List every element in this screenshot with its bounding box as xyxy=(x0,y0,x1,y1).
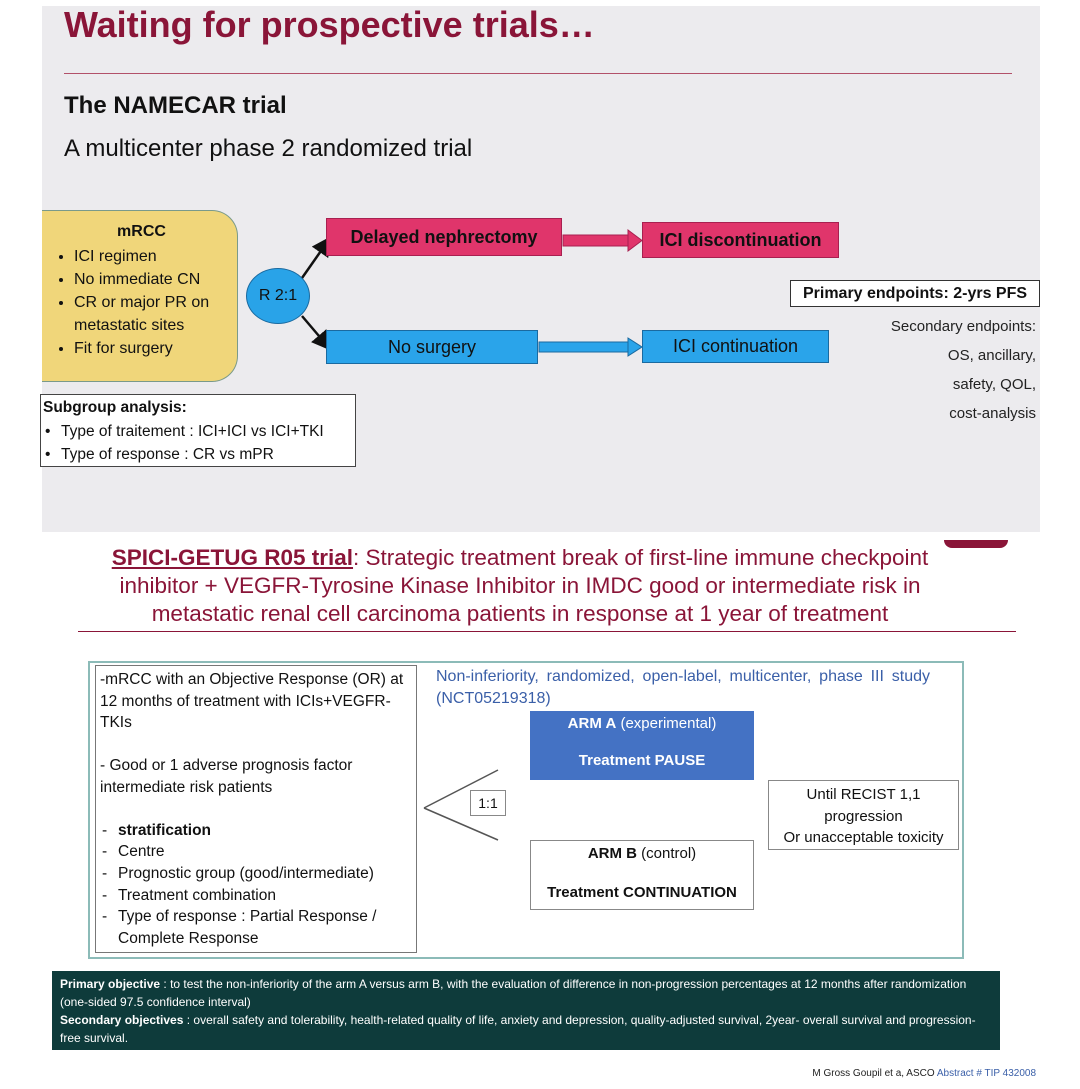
population-title: mRCC xyxy=(117,223,166,240)
stratification-item: Treatment combination xyxy=(100,885,412,907)
trial-name-spici: SPICI-GETUG R05 trial xyxy=(111,545,354,570)
stratification-item: Prognostic group (good/intermediate) xyxy=(100,863,412,885)
blue-connector-arrow xyxy=(538,337,643,357)
objectives-box: Primary objective : to test the non-infe… xyxy=(52,971,1000,1050)
criterion: Fit for surgery xyxy=(74,337,231,360)
pink-connector-arrow xyxy=(562,229,643,252)
arrow-to-delayed xyxy=(300,235,332,279)
arm-b-treatment: Treatment CONTINUATION xyxy=(547,884,737,901)
until-line: Until RECIST 1,1 xyxy=(806,786,921,803)
trial-description: A multicenter phase 2 randomized trial xyxy=(64,135,473,162)
secondary-endpoints-line: safety, QOL, xyxy=(952,376,1036,393)
slide2-title: SPICI-GETUG R05 trial: Strategic treatme… xyxy=(80,544,960,628)
secondary-endpoints-line: cost-analysis xyxy=(949,405,1036,422)
slide-title: Waiting for prospective trials… xyxy=(64,4,595,45)
subgroup-list: Type of traitement : ICI+ICI vs ICI+TKI … xyxy=(43,420,355,466)
randomization-ratio: 1:1 xyxy=(470,790,506,816)
arrow-to-no-surgery xyxy=(301,315,332,351)
secondary-endpoints-line: OS, ancillary, xyxy=(947,347,1036,364)
secondary-endpoints-line: Secondary endpoints: xyxy=(890,318,1036,335)
arm-b-box: ARM B (control) Treatment CONTINUATION xyxy=(530,840,754,910)
criterion: CR or major PR on metastatic sites xyxy=(74,291,231,337)
secondary-objectives: Secondary objectives : overall safety an… xyxy=(60,1013,976,1045)
arm-delayed-nephrectomy: Delayed nephrectomy xyxy=(326,218,562,256)
arm-a-treatment: Treatment PAUSE xyxy=(578,752,706,769)
population-criteria: ICI regimen No immediate CN CR or major … xyxy=(52,245,231,360)
arm-a-box: ARM A (experimental) Treatment PAUSE xyxy=(530,711,754,780)
arm-a-title: ARM A (experimental) xyxy=(567,715,717,732)
ici-continuation-box: ICI continuation xyxy=(642,330,829,363)
criterion: No immediate CN xyxy=(74,268,231,291)
stratification-label: stratification xyxy=(100,820,412,842)
subgroup-analysis-box: Subgroup analysis: Type of traitement : … xyxy=(40,394,356,467)
subgroup-item: Type of response : CR vs mPR xyxy=(61,443,355,466)
arm-no-surgery: No surgery xyxy=(326,330,538,364)
until-progression-box: Until RECIST 1,1 progression Or unaccept… xyxy=(768,780,959,850)
randomization-node: R 2:1 xyxy=(246,268,310,324)
population-box: mRCC ICI regimen No immediate CN CR or m… xyxy=(42,210,238,382)
secondary-endpoints: Secondary endpoints: OS, ancillary, safe… xyxy=(840,312,1036,428)
eligibility-box: -mRCC with an Objective Response (OR) at… xyxy=(95,665,417,953)
trial-name: The NAMECAR trial xyxy=(64,92,287,119)
abstract-reference: Abstract # TIP 432008 xyxy=(936,1068,1036,1079)
title-divider xyxy=(64,73,1012,74)
slide2-title-text: : Strategic treatment break of first-lin… xyxy=(119,545,929,626)
ici-discontinuation-box: ICI discontinuation xyxy=(642,222,839,258)
citation: M Gross Goupil et a, ASCO Abstract # TIP… xyxy=(812,1068,1036,1079)
subgroup-title: Subgroup analysis: xyxy=(43,399,187,416)
criterion: ICI regimen xyxy=(74,245,231,268)
until-line: Or unacceptable toxicity xyxy=(783,829,944,846)
until-line: progression xyxy=(824,807,903,825)
eligibility-line: - Good or 1 adverse prognosis factor int… xyxy=(100,757,353,796)
fork-upper xyxy=(423,769,499,809)
primary-objective: Primary objective : to test the non-infe… xyxy=(60,977,967,1009)
stratification-item: Type of response : Partial Response / Co… xyxy=(100,906,412,949)
arm-b-title: ARM B (control) xyxy=(587,845,697,862)
eligibility-line: -mRCC with an Objective Response (OR) at… xyxy=(100,671,404,732)
primary-endpoints: Primary endpoints: 2-yrs PFS xyxy=(790,280,1040,307)
corner-accent xyxy=(944,540,1008,548)
flow-arrows xyxy=(300,229,643,357)
fork-lower xyxy=(423,807,499,841)
title-divider-2 xyxy=(78,631,1016,632)
stratification-item: Centre xyxy=(100,841,412,863)
study-design-text: Non-inferiority, randomized, open-label,… xyxy=(436,668,930,707)
subgroup-item: Type of traitement : ICI+ICI vs ICI+TKI xyxy=(61,420,355,443)
